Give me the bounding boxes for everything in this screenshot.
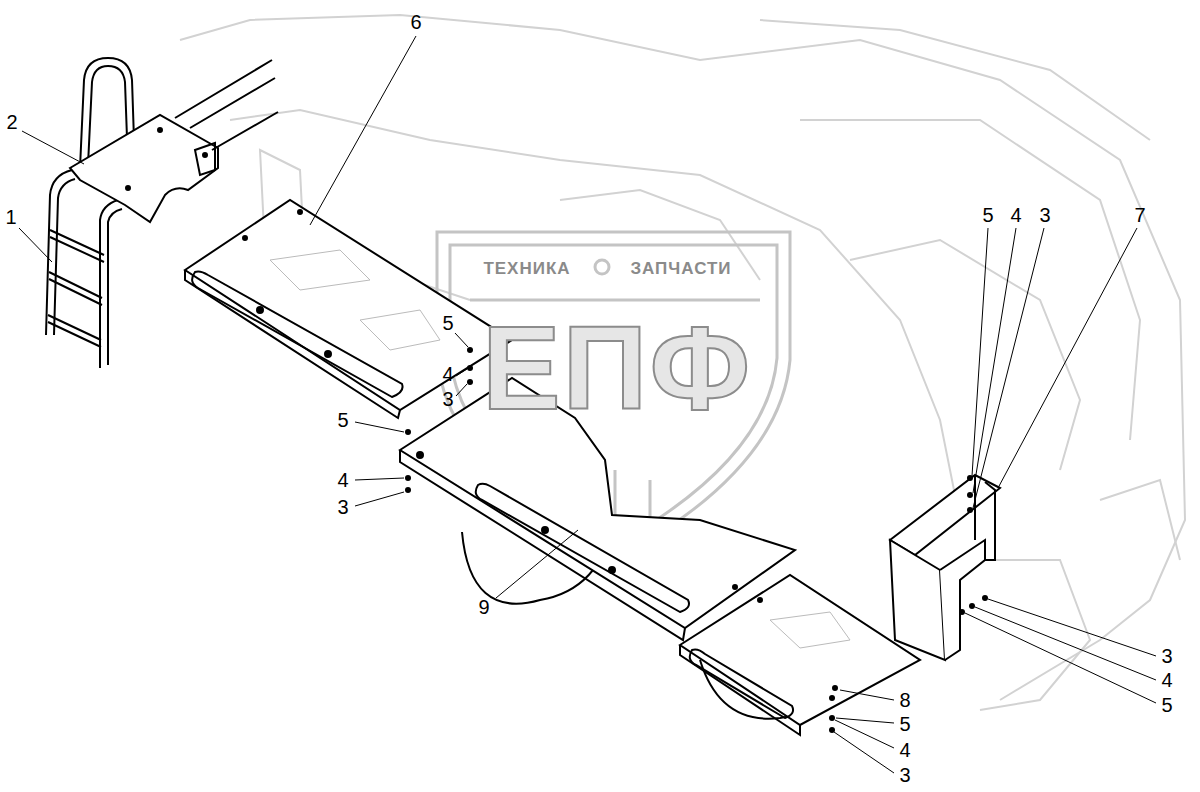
- platform-front: [185, 200, 512, 418]
- watermark-text: ЕПФ: [482, 309, 752, 427]
- callout-number: 5: [982, 205, 993, 225]
- callout-number: 5: [899, 714, 910, 734]
- platform-top: [70, 115, 218, 222]
- watermark-text: ТЕХНИКА: [483, 260, 570, 277]
- ladder: [46, 58, 134, 368]
- callout-number: 4: [899, 740, 910, 760]
- callout-number: 8: [899, 690, 910, 710]
- callout-number: 3: [899, 765, 910, 785]
- callout-number: 9: [478, 597, 489, 617]
- callout-number: 4: [1161, 670, 1172, 690]
- callout-number: 5: [1161, 695, 1172, 715]
- callout-number: 5: [337, 410, 348, 430]
- callout-number: 6: [410, 12, 421, 32]
- callout-number: 3: [442, 389, 453, 409]
- callout-number: 4: [1010, 205, 1021, 225]
- step-box: [890, 475, 1000, 660]
- callout-number: 4: [337, 470, 348, 490]
- leader-lines: [19, 36, 1156, 773]
- callout-number: 3: [1161, 646, 1172, 666]
- callout-number: 5: [442, 313, 453, 333]
- callout-number: 4: [442, 364, 453, 384]
- callout-number: 3: [337, 497, 348, 517]
- platform-rear: [680, 575, 920, 735]
- callout-number: 7: [1134, 205, 1145, 225]
- watermark-shield: [437, 232, 790, 560]
- callout-number: 2: [6, 112, 17, 132]
- callout-number: 3: [1039, 205, 1050, 225]
- truck-background: [180, 15, 1185, 710]
- callout-number: 1: [5, 207, 16, 227]
- watermark-text: ЗАПЧАСТИ: [630, 260, 731, 277]
- support-bars: [175, 60, 278, 150]
